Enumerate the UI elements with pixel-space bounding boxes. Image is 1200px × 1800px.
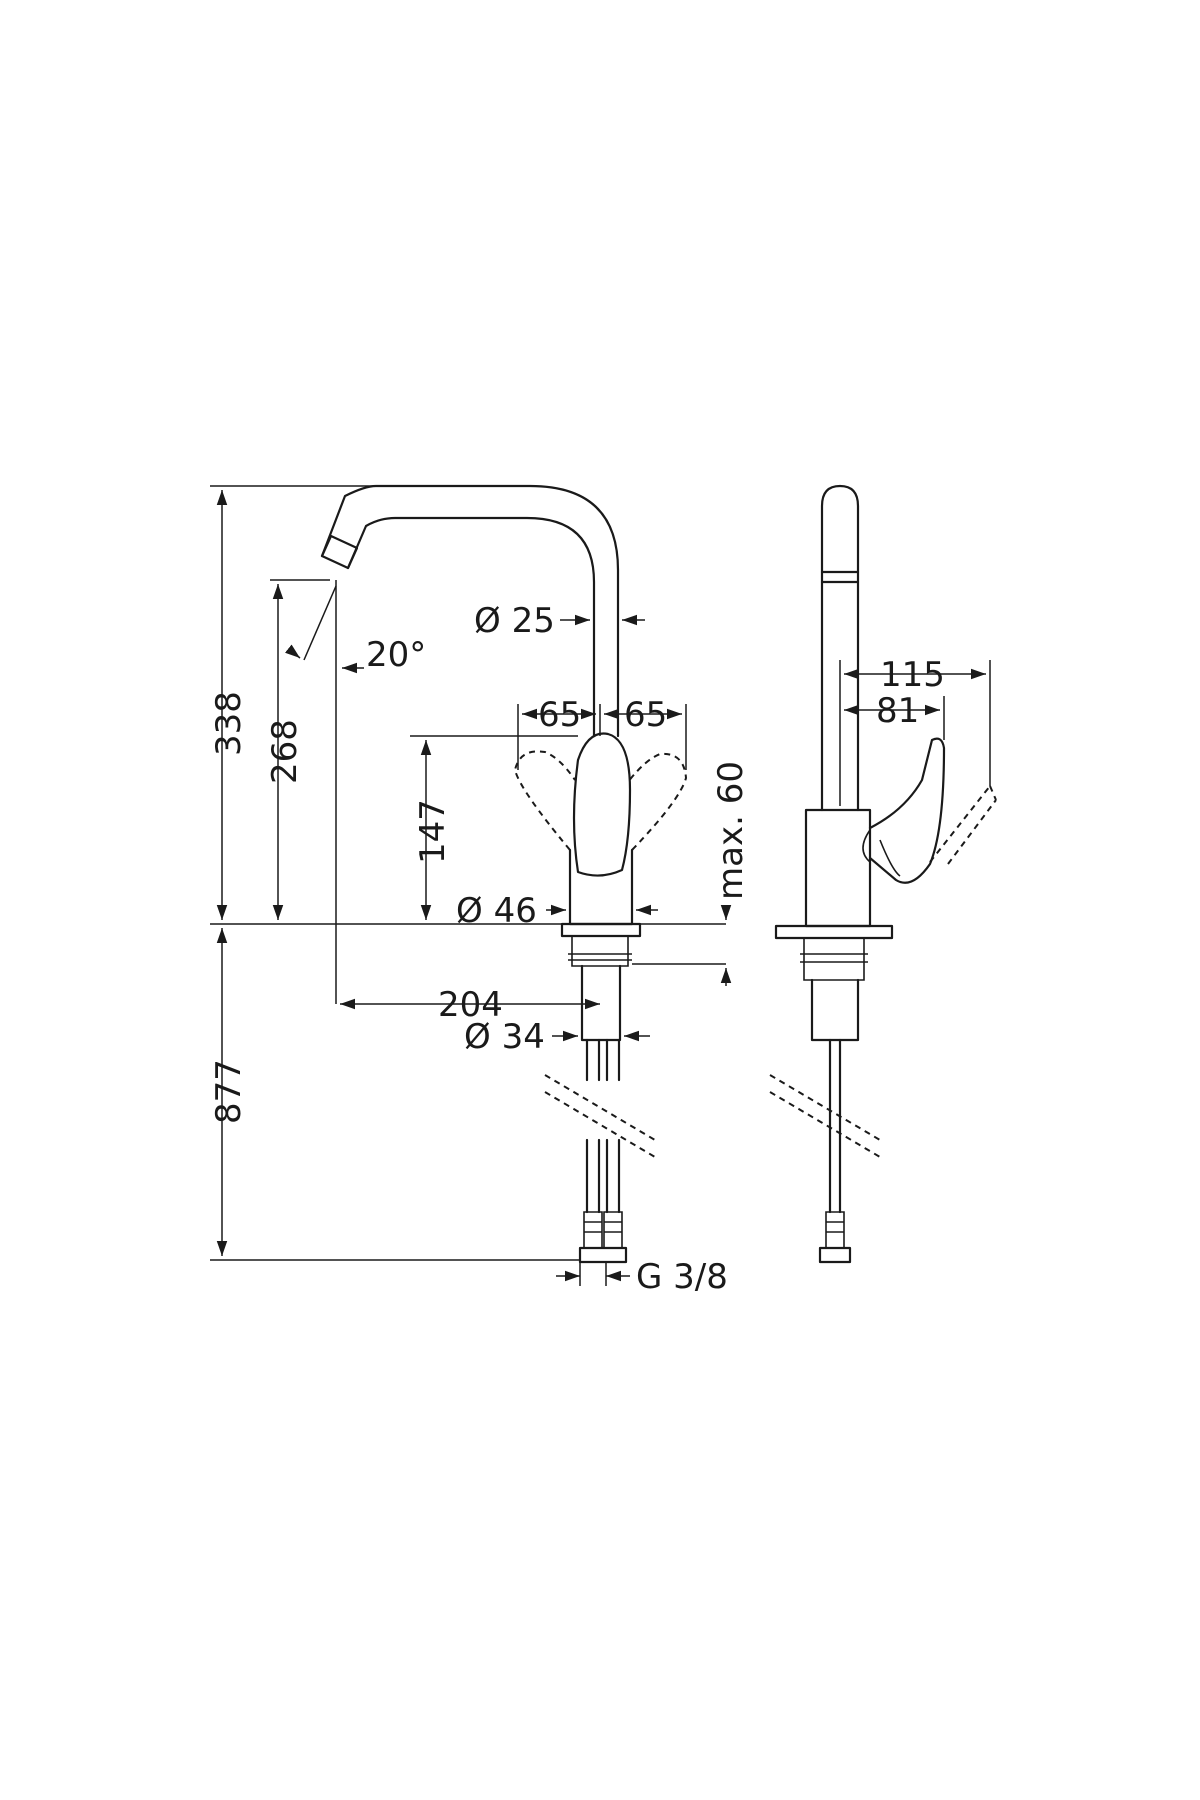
side-aerator: [820, 570, 860, 584]
label-spout-angle: 20°: [366, 635, 426, 675]
label-shank-diameter: Ø 34: [464, 1017, 545, 1057]
label-body-diameter: Ø 46: [456, 891, 537, 931]
label-spout-height: 268: [265, 719, 305, 784]
label-lever-right: 65: [624, 695, 667, 735]
connector-left: [583, 1211, 603, 1249]
hose-left: [585, 1038, 601, 1214]
side-hose: [828, 1038, 842, 1214]
side-base-plate: [774, 924, 894, 940]
connector-right: [603, 1211, 623, 1249]
side-nut: [810, 978, 860, 1042]
connector-nuts: [578, 1246, 628, 1264]
faucet-body: [568, 848, 634, 926]
lever-swing-right: [627, 752, 688, 851]
mount-thread: [568, 936, 632, 967]
aerator: [320, 534, 359, 570]
side-view: [769, 484, 997, 1264]
label-lever-left: 65: [538, 695, 581, 735]
side-spout: [820, 484, 860, 812]
side-lever: [868, 737, 946, 884]
lever-handle: [572, 732, 632, 877]
side-connector-nut: [818, 1246, 852, 1264]
side-connector: [825, 1211, 845, 1249]
spout-outer: [320, 484, 620, 738]
label-lever-height: 147: [413, 799, 453, 864]
side-lever-joint: [862, 829, 901, 877]
label-height-total: 338: [209, 691, 249, 756]
dimension-labels: 338 268 147 877 204 Ø 25 Ø 46 Ø 34 65 65…: [209, 601, 945, 1297]
hose-right: [605, 1038, 621, 1214]
label-connection: G 3/8: [636, 1257, 728, 1297]
base-plate: [560, 922, 642, 938]
label-counter-thickness: max. 60: [711, 761, 751, 900]
side-lever-open: [929, 785, 997, 865]
label-side-lever: 81: [876, 691, 919, 731]
spout-inner: [346, 516, 596, 738]
dim-angle-line: [303, 585, 337, 661]
label-spout-diameter: Ø 25: [474, 601, 555, 641]
label-below-counter: 877: [209, 1059, 249, 1124]
label-reach: 204: [438, 985, 503, 1025]
mount-nut: [580, 964, 622, 1042]
side-thread: [800, 938, 868, 981]
side-body: [804, 808, 872, 928]
label-side-lever-total: 115: [880, 655, 945, 695]
lever-swing-left: [513, 750, 576, 851]
dimension-lines: [210, 485, 991, 1286]
side-break-line: [769, 1074, 881, 1158]
